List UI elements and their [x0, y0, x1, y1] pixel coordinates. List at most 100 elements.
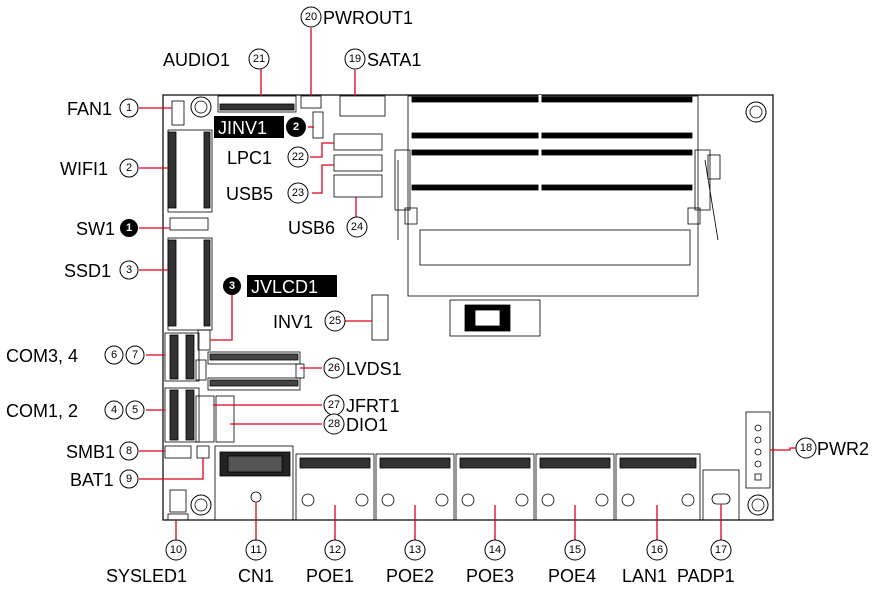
- marker-3-num: 3: [126, 264, 132, 276]
- label-bat1: BAT1: [70, 470, 114, 490]
- jumper-marker-2: [286, 117, 306, 137]
- label-dio1: DIO1: [346, 415, 388, 435]
- marker-13-num: 13: [409, 544, 421, 556]
- marker-13: [404, 539, 426, 561]
- marker-18-num: 18: [800, 442, 812, 454]
- jumper-label-jvlcd1-bg: [247, 275, 337, 297]
- marker-17: [710, 539, 732, 561]
- label-jinv1: JINV1: [218, 118, 267, 138]
- label-pwr2: PWR2: [817, 439, 869, 459]
- label-smb1: SMB1: [66, 442, 115, 462]
- marker-28-num: 28: [328, 418, 340, 430]
- marker-28: [323, 413, 345, 435]
- mount-hole-bl: [190, 494, 212, 516]
- label-com34: COM3, 4: [6, 346, 78, 366]
- label-inv1: INV1: [273, 312, 313, 332]
- marker-6: [104, 345, 124, 365]
- marker-1-num: 1: [126, 102, 132, 114]
- marker-22: [287, 146, 309, 168]
- label-cn1: CN1: [238, 566, 274, 586]
- label-jvlcd1: JVLCD1: [251, 277, 318, 297]
- label-wifi1: WIFI1: [60, 159, 108, 179]
- marker-22-num: 22: [292, 151, 304, 163]
- jumper-marker-3: [223, 277, 241, 295]
- marker-2: [119, 158, 139, 178]
- marker-20: [300, 6, 322, 28]
- marker-23: [287, 182, 309, 204]
- marker-8-num: 8: [126, 445, 132, 457]
- marker-21-num: 21: [253, 53, 265, 65]
- marker-20-num: 20: [305, 11, 317, 23]
- dimm-slots: [394, 95, 721, 337]
- label-usb6: USB6: [288, 218, 335, 238]
- marker-2-num: 2: [126, 162, 132, 174]
- label-poe4: POE4: [548, 566, 596, 586]
- marker-27-num: 27: [328, 399, 340, 411]
- marker-18: [795, 437, 817, 459]
- marker-7: [125, 345, 145, 365]
- marker-11: [245, 539, 267, 561]
- label-jfrt1: JFRT1: [346, 396, 400, 416]
- marker-12: [324, 539, 346, 561]
- label-pwrout1: PWROUT1: [323, 8, 413, 28]
- marker-24-num: 24: [351, 221, 363, 233]
- label-sw1: SW1: [76, 219, 115, 239]
- label-fan1: FAN1: [67, 99, 112, 119]
- marker-17-num: 17: [715, 544, 727, 556]
- mount-hole-br: [747, 494, 769, 516]
- marker-14: [484, 539, 506, 561]
- io-connectors: [214, 411, 771, 521]
- mount-hole-tl: [190, 96, 212, 118]
- marker-23-num: 23: [292, 187, 304, 199]
- marker-7-num: 7: [132, 349, 138, 361]
- marker-9-num: 9: [126, 473, 132, 485]
- label-padp1: PADP1: [677, 566, 735, 586]
- marker-26: [323, 357, 345, 379]
- marker-12-num: 12: [329, 544, 341, 556]
- marker-16-num: 16: [651, 544, 663, 556]
- marker-3: [119, 260, 139, 280]
- label-sysled1: SYSLED1: [106, 566, 187, 586]
- marker-6-num: 6: [111, 349, 117, 361]
- marker-24: [346, 216, 368, 238]
- marker-10: [165, 539, 187, 561]
- marker-4: [104, 400, 124, 420]
- label-com12: COM1, 2: [6, 401, 78, 421]
- marker-4-num: 4: [111, 404, 117, 416]
- left-components: [164, 100, 213, 521]
- marker-5: [125, 400, 145, 420]
- marker-11-num: 11: [250, 544, 261, 556]
- label-lpc1: LPC1: [227, 148, 272, 168]
- marker-10-num: 10: [170, 544, 182, 556]
- label-ssd1: SSD1: [64, 261, 111, 281]
- marker-14-num: 14: [489, 544, 501, 556]
- marker-19: [344, 48, 366, 70]
- label-audio1: AUDIO1: [163, 50, 230, 70]
- marker-21: [248, 48, 270, 70]
- leader-lines: [139, 28, 808, 540]
- center-components: [195, 95, 389, 443]
- label-usb5: USB5: [226, 184, 273, 204]
- marker-8: [119, 441, 139, 461]
- jumper-label-jinv1-bg: [214, 116, 284, 138]
- jumper-marker-1-num: 1: [126, 222, 132, 234]
- marker-26-num: 26: [328, 362, 340, 374]
- label-lvds1: LVDS1: [346, 359, 402, 379]
- marker-25: [324, 310, 346, 332]
- label-lan1: LAN1: [622, 566, 667, 586]
- marker-19-num: 19: [349, 53, 361, 65]
- marker-9: [119, 469, 139, 489]
- marker-15-num: 15: [569, 544, 581, 556]
- label-poe2: POE2: [386, 566, 434, 586]
- jumper-marker-1: [120, 219, 138, 237]
- marker-5-num: 5: [132, 404, 138, 416]
- marker-25-num: 25: [329, 315, 341, 327]
- marker-15: [564, 539, 586, 561]
- jumper-marker-2-num: 2: [293, 121, 299, 133]
- jumper-marker-3-num: 3: [229, 280, 235, 292]
- marker-1: [119, 98, 139, 118]
- label-poe1: POE1: [306, 566, 354, 586]
- mount-hole-tr: [745, 101, 767, 123]
- marker-16: [646, 539, 668, 561]
